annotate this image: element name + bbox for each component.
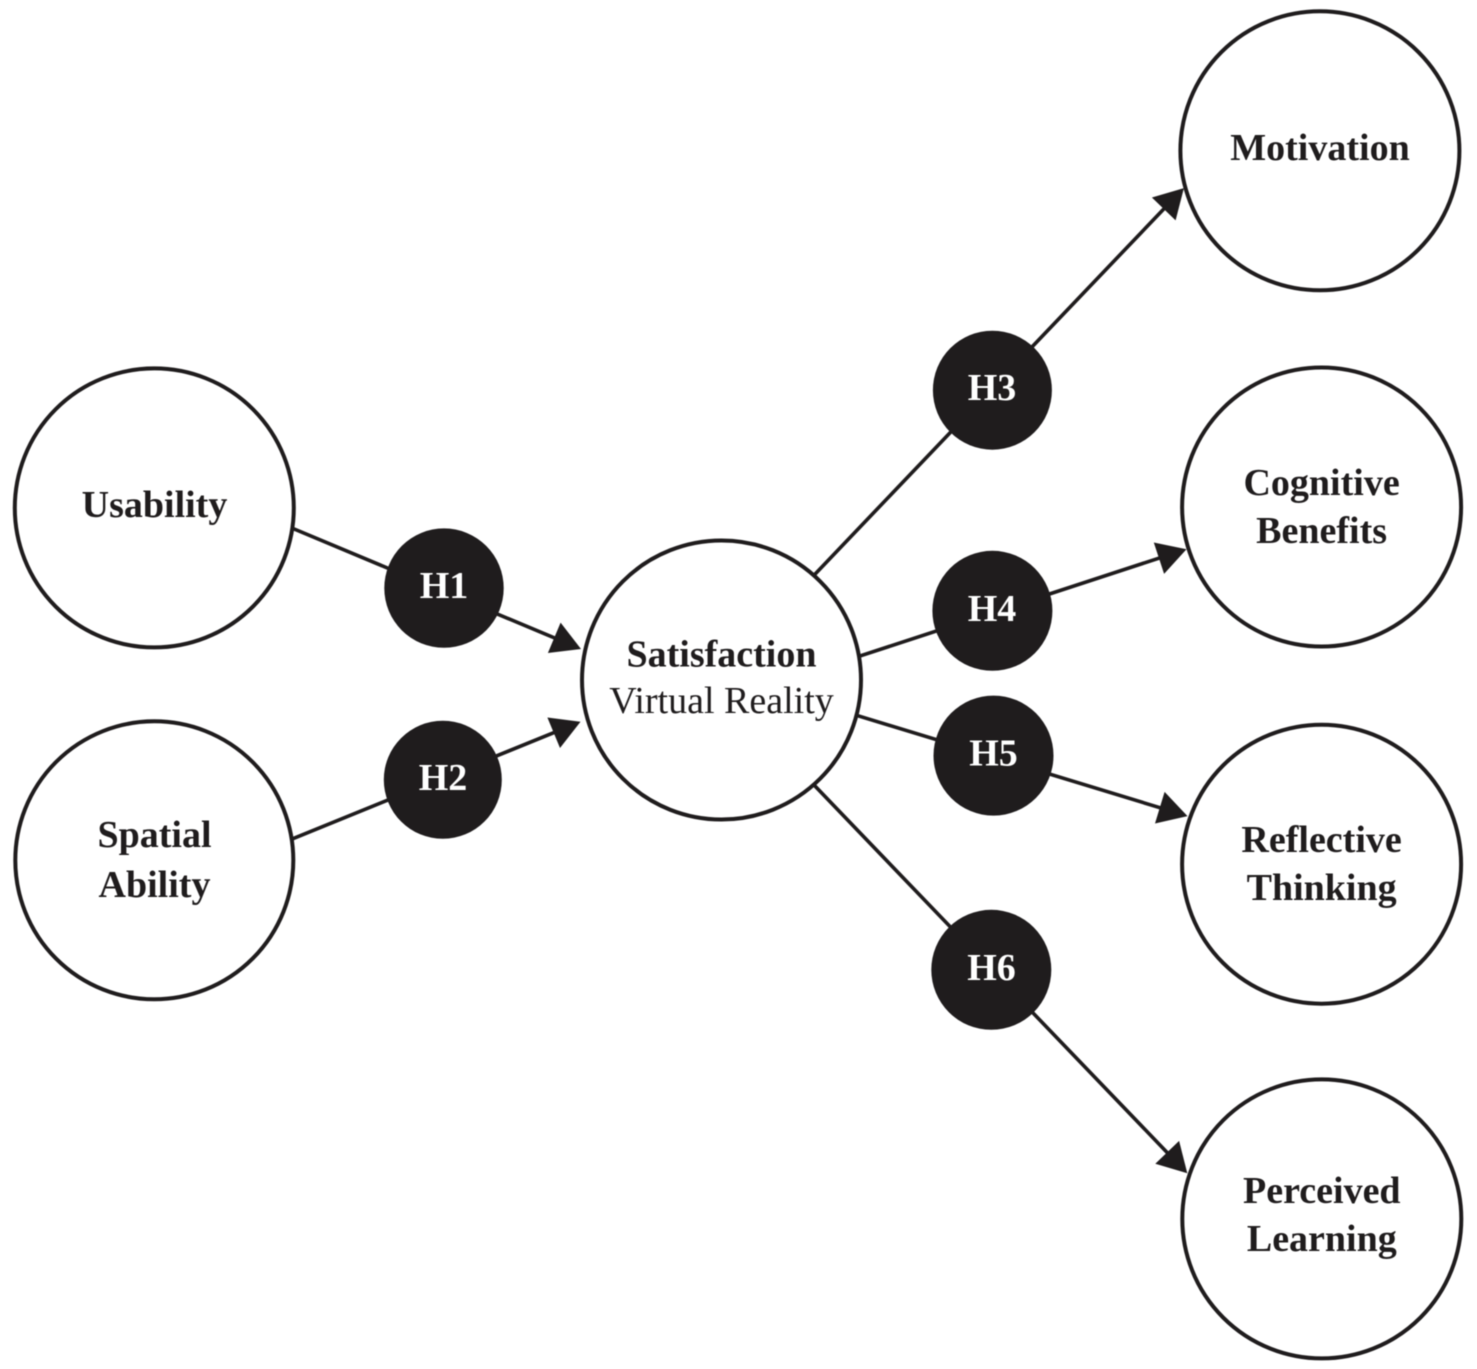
svg-text:Cognitive: Cognitive [1243,462,1399,504]
svg-text:Spatial: Spatial [97,814,211,856]
svg-text:Perceived: Perceived [1243,1170,1401,1212]
svg-text:Virtual Reality: Virtual Reality [609,680,834,722]
svg-text:Usability: Usability [82,484,228,526]
svg-text:H1: H1 [420,565,469,607]
svg-text:H4: H4 [968,588,1017,630]
svg-text:H5: H5 [969,733,1018,775]
svg-text:Learning: Learning [1247,1218,1397,1260]
svg-text:Ability: Ability [99,864,211,906]
svg-text:Motivation: Motivation [1230,127,1409,169]
svg-text:H3: H3 [968,367,1017,409]
svg-text:Reflective: Reflective [1241,819,1401,861]
svg-text:H6: H6 [967,947,1016,989]
svg-text:H2: H2 [419,757,468,799]
svg-text:Benefits: Benefits [1256,510,1387,552]
svg-text:Satisfaction: Satisfaction [627,634,817,676]
svg-text:Thinking: Thinking [1247,867,1397,909]
